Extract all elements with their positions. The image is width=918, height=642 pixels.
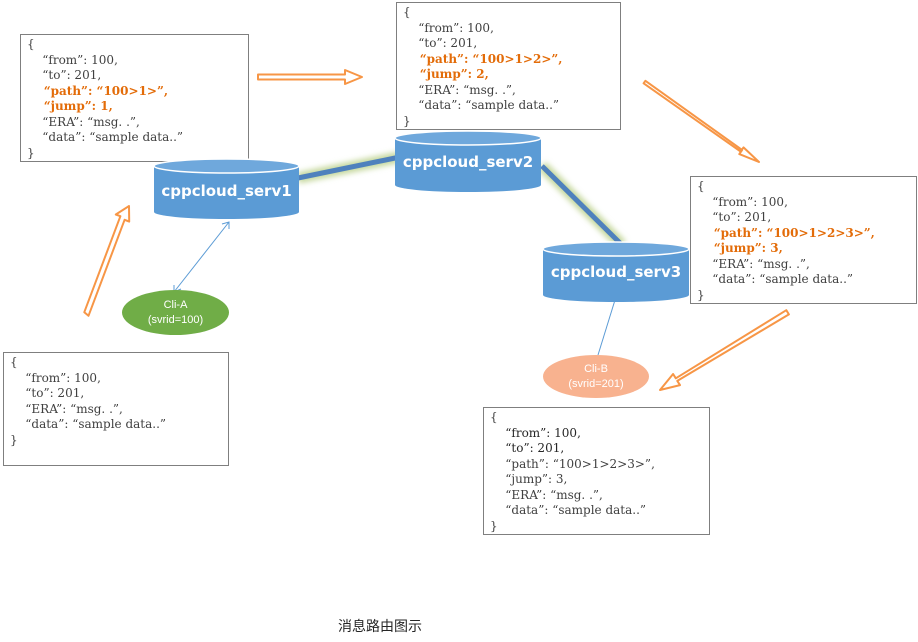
message-line: } [697,287,705,302]
message-line: { [27,37,35,51]
message-line: “from”: 100, [27,52,118,67]
client-cli-b: Cli-B (svrid=201) [543,355,649,398]
message-line: } [27,145,35,160]
message-line: “from”: 100, [697,194,788,209]
message-line: “ERA”: “msg. .”, [403,82,516,97]
message-line: { [490,410,498,424]
client-name: Cli-A [163,298,188,311]
message-line: { [10,355,18,369]
message-line: “data”: “sample data..” [27,130,184,144]
server-label: cppcloud_serv1 [161,182,292,200]
message-line: “ERA”: “msg. .”, [10,401,123,416]
message-line: “ERA”: “msg. .”, [27,114,140,129]
message-hop1: { “from”: 100, “to”: 201, “path”: “100>1… [20,34,249,162]
link-cli-b-serv3 [597,299,616,356]
message-line: { [403,5,411,19]
link-serv2-serv3 [540,164,624,247]
server-cppcloud-serv3: cppcloud_serv3 [542,241,690,303]
message-line: “ERA”: “msg. .”, [697,256,810,271]
message-line: “from”: 100, [403,20,494,35]
message-line: “path”: “100>1>2>3>”, [490,456,655,471]
diagram-caption: 消息路由图示 [338,619,422,635]
message-line: } [10,432,18,447]
message-hop3: { “from”: 100, “to”: 201, “path”: “100>1… [690,176,917,304]
message-line: “data”: “sample data..” [697,272,854,286]
message-line: “to”: 201, [490,441,565,455]
message-delivered: { “from”: 100, “to”: 201, “path”: “100>1… [483,407,710,535]
flow-arrow-serv2-to-serv3 [642,79,760,163]
message-line: “ERA”: “msg. .”, [490,487,603,502]
link-cli-a-serv1 [173,221,230,293]
message-line: “data”: “sample data..” [490,503,647,517]
flow-arrow-serv1-to-serv2 [257,69,363,85]
message-line: “path”: “100>1>2>3>”, [697,225,875,240]
message-line: “data”: “sample data..” [403,98,560,112]
server-cppcloud-serv2: cppcloud_serv2 [394,130,542,193]
cylinder-shape [542,241,690,302]
server-label: cppcloud_serv3 [550,263,682,281]
client-cli-a: Cli-A (svrid=100) [122,290,229,335]
message-line: “jump”: 3, [697,241,783,255]
message-line: “data”: “sample data..” [10,417,167,431]
message-hop2: { “from”: 100, “to”: 201, “path”: “100>1… [396,2,621,130]
client-svrid: (svrid=100) [147,313,204,326]
arrowhead-serv1 [221,221,230,229]
message-line: “from”: 100, [490,425,581,440]
flow-arrow-original-to-serv1 [83,205,131,317]
message-line: “to”: 201, [27,68,102,82]
link-serv1-serv2 [297,154,401,181]
message-line: { [697,179,705,193]
cylinder-shape [394,130,542,192]
message-original: { “from”: 100, “to”: 201, “ERA”: “msg. .… [3,352,229,466]
message-line: “to”: 201, [697,210,772,224]
cylinder-shape [153,158,300,219]
message-line: “to”: 201, [10,386,85,400]
client-name: Cli-B [584,362,608,375]
message-line: } [490,518,498,533]
server-cppcloud-serv1: cppcloud_serv1 [153,158,300,220]
message-line: “path”: “100>1>2>”, [403,51,563,66]
message-line: “from”: 100, [10,370,101,385]
message-line: “path”: “100>1>”, [27,83,169,98]
flow-arrow-serv3-to-delivered [659,309,790,391]
message-line: “jump”: 3, [490,472,568,486]
message-line: } [403,113,411,128]
client-svrid: (svrid=201) [568,377,624,390]
message-line: “jump”: 1, [27,99,113,113]
message-line: “to”: 201, [403,36,478,50]
message-line: “jump”: 2, [403,67,489,81]
server-label: cppcloud_serv2 [402,153,534,171]
